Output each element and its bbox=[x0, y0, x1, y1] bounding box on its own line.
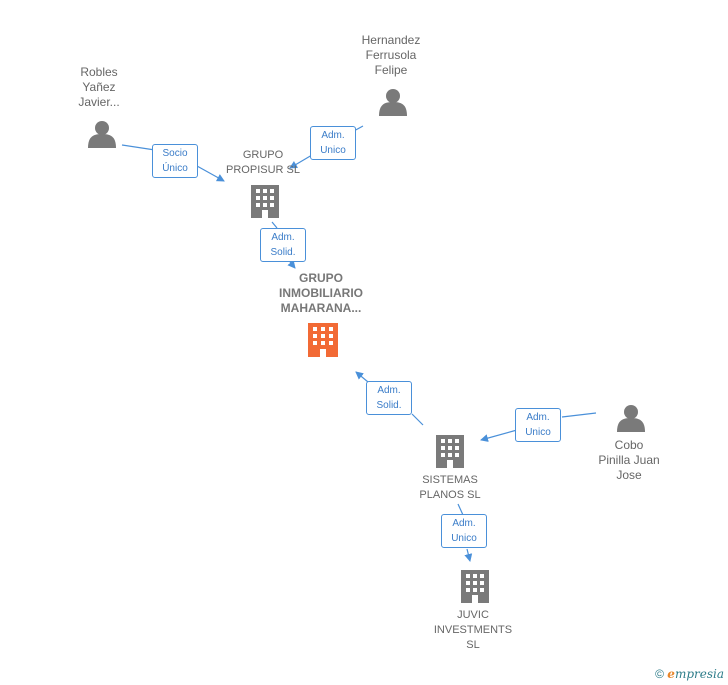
edge-label-adm-unico: Adm. Unico bbox=[515, 408, 561, 442]
node-label-juvic[interactable]: JUVIC INVESTMENTS SL bbox=[433, 609, 513, 651]
edge-label-adm-unico: Adm. Unico bbox=[310, 126, 356, 160]
edge-label-adm-solid: Adm. Solid. bbox=[366, 381, 412, 415]
edge-label-adm-unico: Adm. Unico bbox=[441, 514, 487, 548]
building-icon-main[interactable] bbox=[308, 323, 338, 357]
node-label-robles[interactable]: Robles Yañez Javier... bbox=[78, 65, 120, 109]
building-icon[interactable] bbox=[251, 185, 279, 218]
edge-propisur-maharana bbox=[271, 221, 295, 268]
brand-name: mpresia bbox=[674, 667, 724, 681]
edge-label-socio-unico: Socio Único bbox=[152, 144, 198, 178]
node-label-maharana[interactable]: GRUPO INMOBILIARIO MAHARANA... bbox=[279, 271, 363, 315]
edge-cobo-sistemas bbox=[481, 412, 597, 440]
copyright-icon: © bbox=[655, 667, 664, 681]
node-label-propisur[interactable]: GRUPO PROPISUR SL bbox=[226, 149, 300, 176]
building-icon[interactable] bbox=[436, 435, 464, 468]
footer-brand: © empresia bbox=[655, 667, 724, 681]
brand-logo-e: e bbox=[667, 667, 675, 681]
edge-label-adm-solid: Adm. Solid. bbox=[260, 228, 306, 262]
edge-robles-propisur bbox=[121, 144, 224, 181]
person-icon[interactable] bbox=[379, 89, 407, 116]
node-label-cobo[interactable]: Cobo Pinilla Juan Jose bbox=[598, 438, 660, 482]
person-icon[interactable] bbox=[88, 121, 116, 148]
edge-sistemas-juvic bbox=[457, 503, 470, 561]
node-label-sistemas[interactable]: SISTEMAS PLANOS SL bbox=[419, 474, 481, 501]
node-label-hernandez[interactable]: Hernandez Ferrusola Felipe bbox=[361, 33, 421, 77]
person-icon[interactable] bbox=[617, 405, 645, 432]
edge-sistemas-maharana bbox=[356, 372, 424, 426]
building-icon[interactable] bbox=[461, 570, 489, 603]
